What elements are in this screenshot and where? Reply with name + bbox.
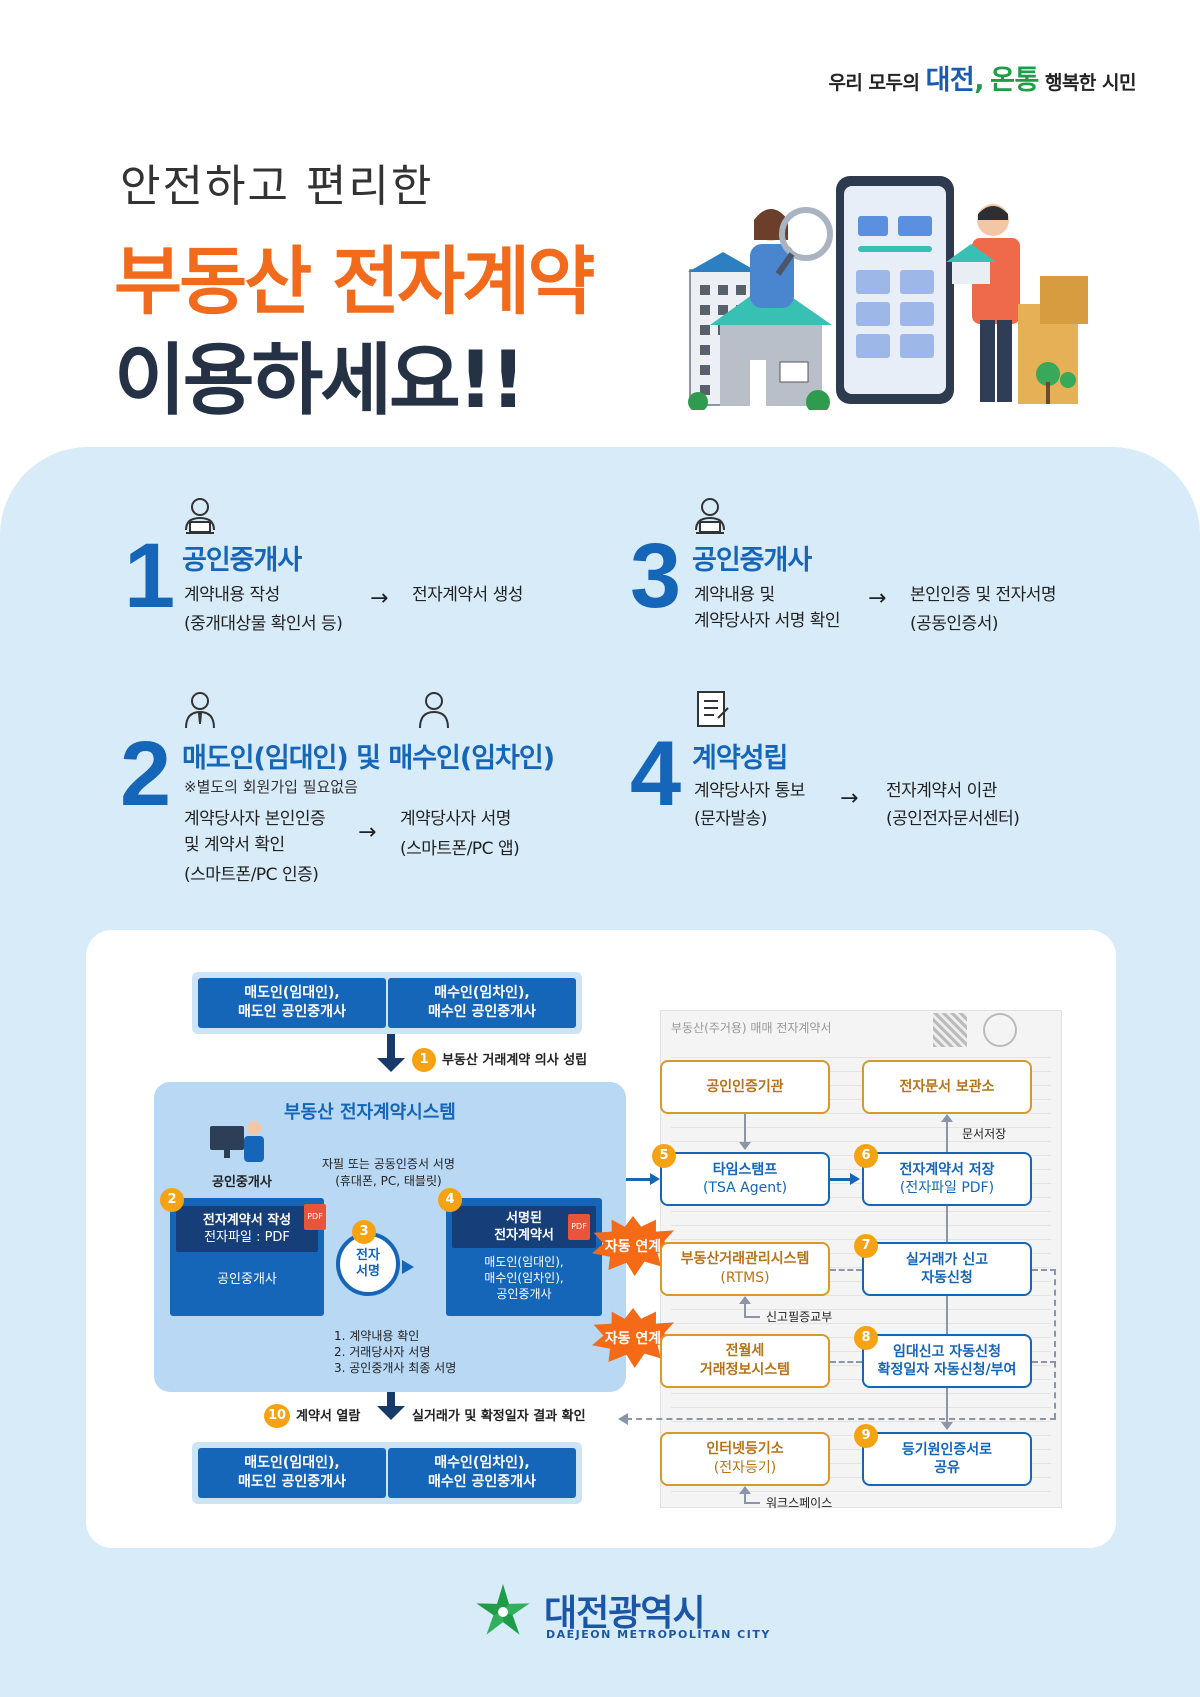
- step-4-left-line1: 계약당사자 통보: [694, 781, 805, 801]
- step-1-label: 부동산 거래계약 의사 성립: [442, 1053, 588, 1068]
- pdf-certified-icon: PDF: [568, 1214, 590, 1240]
- step-3-right-line1: 본인인증 및 전자서명: [910, 585, 1057, 605]
- step-4-badge: 4: [438, 1188, 462, 1212]
- step-5-badge: 5: [652, 1144, 676, 1168]
- logo-english: DAEJEON METROPOLITAN CITY: [546, 1628, 771, 1641]
- step-2-badge: 2: [160, 1188, 184, 1212]
- step-3-left-line1: 계약내용 및: [694, 585, 775, 605]
- daejeon-logo-icon: [476, 1584, 530, 1635]
- hero-illustration: [688, 176, 1088, 410]
- step-4-left-line2: (문자발송): [694, 809, 767, 829]
- step-3-arrow: →: [868, 586, 887, 611]
- result-check-label: 실거래가 및 확정일자 결과 확인: [412, 1409, 586, 1424]
- step-3-left-line2: 계약당사자 서명 확인: [694, 611, 841, 631]
- step-10-badge: 10: [264, 1404, 290, 1428]
- title-line3: 이용하세요!!: [114, 336, 526, 426]
- step-4-number: 4: [630, 723, 682, 825]
- internet-registry-box: 인터넷등기소(전자등기): [660, 1432, 830, 1486]
- agent-laptop-icon: [185, 498, 215, 534]
- timestamp-box: 타임스탬프(TSA Agent): [660, 1152, 830, 1206]
- qr-code-icon: [933, 1013, 967, 1047]
- step-4-right-line1: 전자계약서 이관: [886, 781, 997, 801]
- step-6-badge: 6: [854, 1144, 878, 1168]
- rtms-box: 부동산거래관리시스템(RTMS): [660, 1242, 830, 1296]
- registry-note: 워크스페이스: [766, 1496, 833, 1510]
- bottom-seller-box: 매도인(임대인),매도인 공인중개사: [198, 1448, 386, 1498]
- step-3-right-line2: (공동인증서): [910, 614, 998, 634]
- pdf-icon: PDF: [304, 1204, 326, 1230]
- step-3-title: 공인중개사: [692, 545, 812, 576]
- buyer-person-icon: [419, 692, 449, 729]
- step-2-note: ※별도의 회원가입 필요없음: [184, 778, 358, 796]
- step-2-right-line2: (스마트폰/PC 앱): [400, 839, 520, 859]
- step-4-arrow: →: [840, 786, 859, 811]
- agent-label: 공인중개사: [212, 1175, 272, 1190]
- title-line2: 부동산 전자계약: [114, 239, 595, 325]
- cert-org-box: 공인인증기관: [660, 1060, 830, 1114]
- step-2-number: 2: [120, 723, 172, 825]
- step-2-title: 매도인(임대인) 및 매수인(임차인): [182, 743, 555, 774]
- slogan-daejeon: 대전: [925, 65, 975, 96]
- step-8-badge: 8: [854, 1326, 878, 1350]
- agent-computer-icon: [210, 1121, 264, 1162]
- title-line1: 안전하고 편리한: [120, 161, 434, 212]
- sign-note: 자필 또는 공동인증서 서명(휴대폰, PC, 태블릿): [322, 1157, 455, 1188]
- slogan: 우리 모두의 대전, 온통 행복한 시민: [828, 65, 1136, 96]
- step-1-badge: 1: [412, 1048, 436, 1072]
- agent-laptop-icon: [695, 498, 725, 534]
- stamp-icon: [983, 1013, 1017, 1047]
- save-contract-box: 전자계약서 저장(전자파일 PDF): [862, 1152, 1032, 1206]
- logo-korean: 대전광역시: [544, 1593, 706, 1634]
- step-10-label: 계약서 열람: [296, 1409, 361, 1424]
- bottom-buyer-box: 매수인(임차인),매수인 공인중개사: [388, 1448, 576, 1498]
- seller-person-icon: [185, 692, 215, 729]
- step-4-title: 계약성립: [692, 743, 788, 774]
- step-3-number: 3: [630, 525, 682, 627]
- system-title: 부동산 전자계약시스템: [284, 1102, 456, 1123]
- step-2-left-line3: (스마트폰/PC 인증): [184, 865, 319, 885]
- slogan-ontong: 온통: [990, 65, 1039, 96]
- top-buyer-box: 매수인(임차인),매수인 공인중개사: [388, 978, 576, 1028]
- flow-diagram-card: 부동산(주거용) 매매 전자계약서 매도인(임대인),매도인 공인중개사 매수인…: [86, 930, 1116, 1548]
- step-2-left-line2: 및 계약서 확인: [184, 835, 285, 855]
- top-seller-box: 매도인(임대인),매도인 공인중개사: [198, 978, 386, 1028]
- step-1-arrow: →: [370, 586, 389, 611]
- step-1-right-line1: 전자계약서 생성: [412, 585, 523, 605]
- doc-storage-box: 전자문서 보관소: [862, 1060, 1032, 1114]
- step-3-badge: 3: [352, 1220, 376, 1244]
- document-icon: [697, 691, 729, 727]
- rtms-note: 신고필증교부: [766, 1310, 833, 1324]
- step-7-badge: 7: [854, 1234, 878, 1258]
- step-1-left-line2: (중개대상물 확인서 등): [184, 614, 343, 634]
- step-1-title: 공인중개사: [182, 545, 302, 576]
- step-9-badge: 9: [854, 1424, 878, 1448]
- step-2-left-line1: 계약당사자 본인인증: [184, 809, 326, 829]
- step-4-right-line2: (공인전자문서센터): [886, 809, 1020, 829]
- contract-document-title: 부동산(주거용) 매매 전자계약서: [671, 1021, 832, 1035]
- step-2-right-line1: 계약당사자 서명: [400, 809, 511, 829]
- step-2-arrow: →: [358, 820, 377, 845]
- step-1-number: 1: [124, 525, 176, 627]
- doc-save-note: 문서저장: [962, 1127, 1007, 1141]
- step-1-left-line1: 계약내용 작성: [184, 585, 280, 605]
